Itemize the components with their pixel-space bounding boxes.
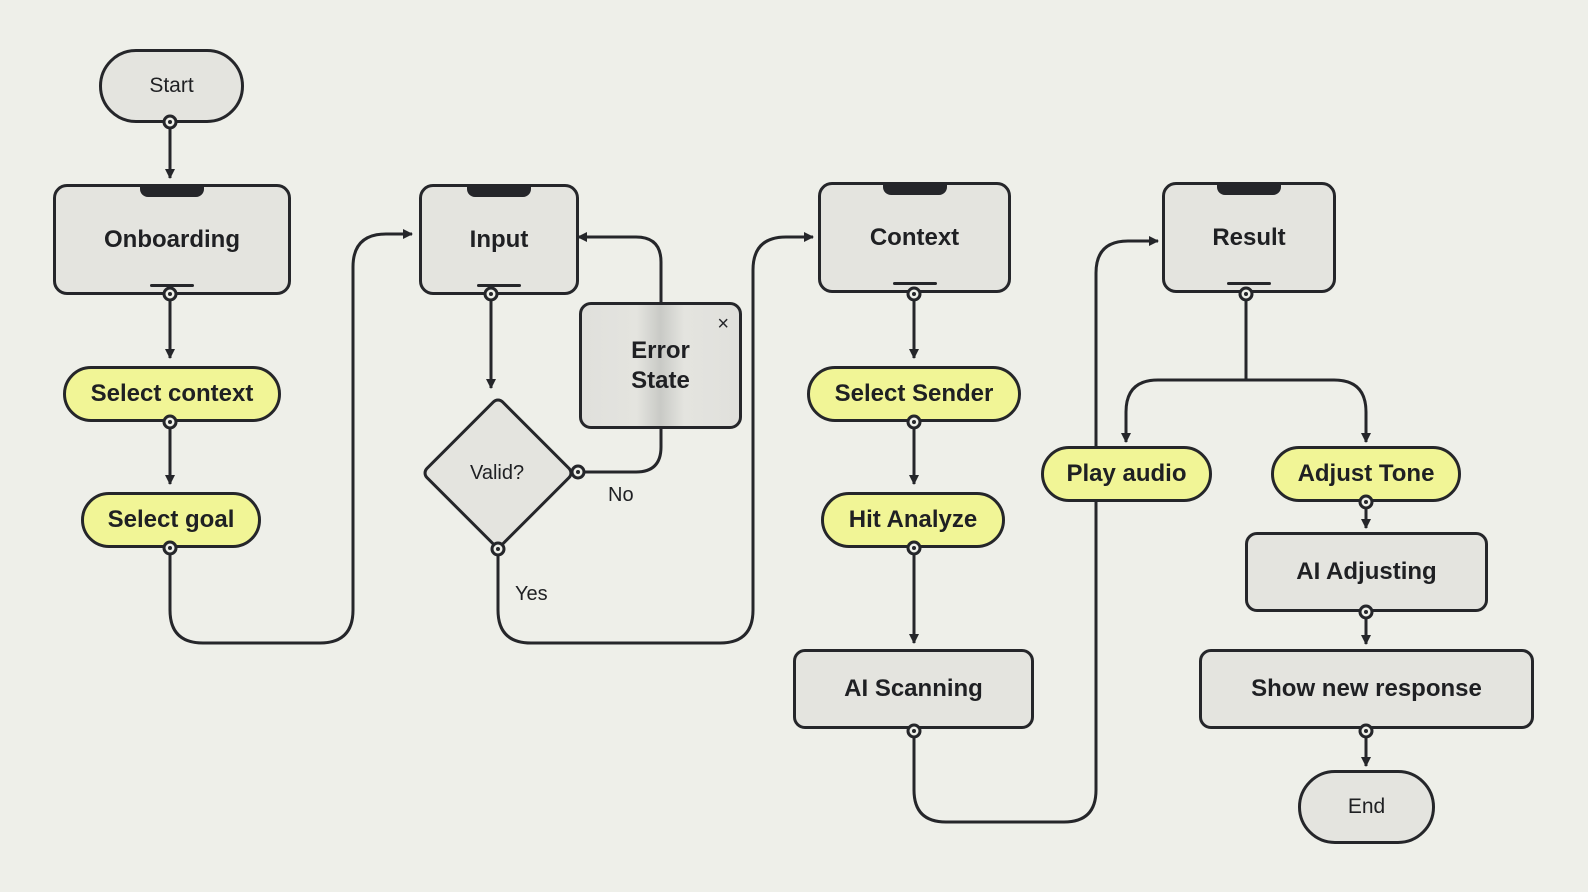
play-audio-action[interactable]: Play audio bbox=[1041, 446, 1212, 502]
select-context-action[interactable]: Select context bbox=[63, 366, 281, 422]
yes-edge-label: Yes bbox=[515, 583, 548, 605]
select-goal-action[interactable]: Select goal bbox=[81, 492, 261, 548]
adjust-tone-action[interactable]: Adjust Tone bbox=[1271, 446, 1461, 502]
close-icon[interactable]: × bbox=[717, 313, 729, 335]
ai-scanning-label: AI Scanning bbox=[844, 675, 983, 702]
screen-notch bbox=[882, 184, 947, 195]
select-sender-action[interactable]: Select Sender bbox=[807, 366, 1021, 422]
screen-home-bar bbox=[150, 284, 194, 287]
no-edge-label: No bbox=[608, 484, 634, 506]
end-node[interactable]: End bbox=[1298, 770, 1435, 844]
result-screen[interactable]: Result bbox=[1162, 182, 1336, 293]
edge-ai-scanning-result bbox=[912, 236, 1159, 824]
show-new-response-process[interactable]: Show new response bbox=[1199, 649, 1534, 729]
screen-notch bbox=[1217, 184, 1281, 195]
result-label: Result bbox=[1212, 223, 1286, 251]
input-screen[interactable]: Input bbox=[419, 184, 579, 295]
screen-notch bbox=[467, 186, 531, 197]
hit-analyze-label: Hit Analyze bbox=[848, 506, 978, 533]
valid-label: Valid? bbox=[470, 462, 525, 484]
screen-notch bbox=[140, 186, 204, 197]
context-screen[interactable]: Context bbox=[818, 182, 1011, 293]
start-node[interactable]: Start bbox=[99, 49, 244, 123]
end-label: End bbox=[1347, 795, 1386, 818]
ai-adjusting-label: AI Adjusting bbox=[1296, 558, 1437, 585]
hit-analyze-action[interactable]: Hit Analyze bbox=[821, 492, 1005, 548]
error-state-screen[interactable]: × Error State bbox=[579, 302, 742, 429]
ai-adjusting-process[interactable]: AI Adjusting bbox=[1245, 532, 1488, 612]
edge-valid-context bbox=[496, 232, 814, 645]
play-audio-label: Play audio bbox=[1066, 460, 1187, 487]
select-sender-label: Select Sender bbox=[834, 380, 994, 407]
context-label: Context bbox=[869, 223, 960, 251]
start-label: Start bbox=[149, 74, 194, 97]
select-context-label: Select context bbox=[90, 380, 254, 407]
select-goal-label: Select goal bbox=[107, 506, 235, 533]
input-label: Input bbox=[469, 225, 529, 253]
ai-scanning-process[interactable]: AI Scanning bbox=[793, 649, 1034, 729]
screen-home-bar bbox=[892, 282, 937, 285]
screen-home-bar bbox=[477, 284, 521, 287]
show-new-response-label: Show new response bbox=[1251, 675, 1482, 702]
onboarding-screen[interactable]: Onboarding bbox=[53, 184, 291, 295]
error-label-line1: Error bbox=[631, 336, 690, 364]
error-label-line2: State bbox=[631, 366, 690, 394]
edge-select-goal-input bbox=[168, 229, 413, 645]
edge-valid-error bbox=[578, 428, 663, 474]
edge-split-adjust-tone bbox=[1246, 378, 1371, 443]
edge-split-play-audio bbox=[1121, 378, 1246, 443]
screen-home-bar bbox=[1227, 282, 1271, 285]
edge-error-input bbox=[577, 232, 663, 302]
adjust-tone-label: Adjust Tone bbox=[1297, 460, 1435, 487]
onboarding-label: Onboarding bbox=[104, 225, 240, 253]
